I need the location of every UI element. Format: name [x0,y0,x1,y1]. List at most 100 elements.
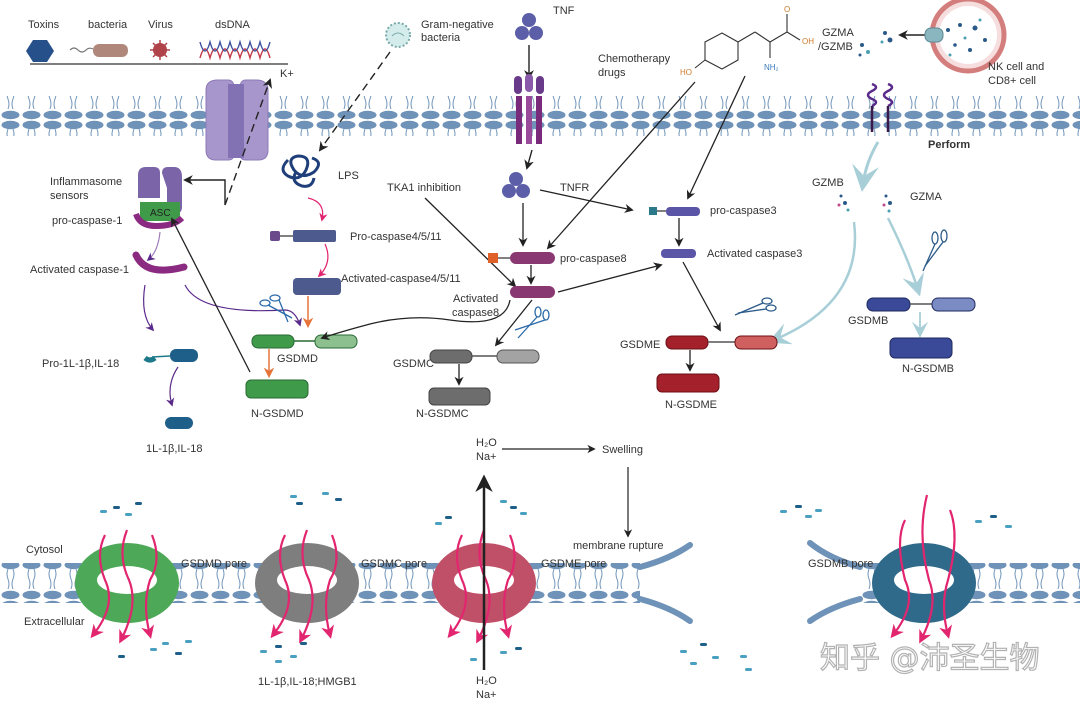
tnfr-downstream-arrow [524,149,534,170]
gsdme-protein-icon [665,335,778,350]
lps-icon [281,154,320,188]
membrane-rupture-label: membrane rupture [573,540,664,552]
k-channel-icon [205,79,269,161]
pamp-legend: Toxins bacteria Virus dsDNA [26,19,288,65]
gsdmd-pore-label: GSDMD pore [181,558,247,570]
pro-caspase4511-label: Pro-caspase4/5/11 [350,231,442,243]
chem-o-label: O [784,5,790,14]
gzma-gzmb-label-line2: /GZMB [818,41,853,53]
granzyme-particles-icon [858,31,893,57]
caspase4511-activation-arrow [317,243,329,278]
pro-caspase3-label: pro-caspase3 [710,205,777,217]
lps-entry-arrow [318,51,391,152]
dsdna-icon [199,39,271,61]
tnfr-to-caspase3-arrow [539,189,634,213]
legend-label-dsdna: dsDNA [215,19,251,31]
scissors-icon-gsdmd [259,294,293,323]
bacterium-icon [69,44,128,57]
activated-caspase3-icon [661,249,696,258]
gzma-label: GZMA [910,191,942,203]
perforin-pore-icon [866,82,894,132]
granzyme-entry-arrow [852,141,880,193]
caspase3-to-gsdme-arrow [682,261,721,332]
gsdmc-pore-icon [255,543,359,623]
gsdmb-pore-label: GSDMB pore [808,558,873,570]
activated-caspase8-label-line1: Activated [453,293,498,305]
n-gsdmc-label: N-GSDMC [416,408,469,420]
tnf-trimer-icon [515,13,543,40]
legend-label-bacteria: bacteria [88,19,128,31]
mature-il1b-icon [165,417,193,429]
tnfr-complex-icon [502,172,530,198]
gzmb-to-gsdme-arrow [767,221,857,345]
scissors-icon-gzma [922,229,948,272]
mature-il1b-label: 1L-1β,IL-18 [146,443,202,455]
tnf-label: TNF [553,5,575,17]
h2o-top-label: H₂O [476,437,497,449]
activated-caspase1-label: Activated caspase-1 [30,264,129,276]
gsdmb-protein-icon [866,297,976,312]
toxin-hexagon-icon [26,40,54,62]
n-gsdmc-icon [428,387,491,406]
pro-caspase3-icon [649,207,700,216]
gsdmc-protein-icon [429,349,540,364]
pro-il1b-icon [143,349,198,363]
swelling-label: Swelling [602,444,643,456]
tnfr-label: TNFR [560,182,589,194]
n-gsdmb-icon [889,337,953,359]
released-cytokines-label: 1L-1β,IL-18;HMGB1 [258,676,357,688]
k-plus-label: K+ [280,68,294,80]
pro-caspase1-label: pro-caspase-1 [52,215,122,227]
chemo-to-caspase8-arrow [546,81,696,250]
activated-caspase1-icon [132,251,188,274]
caspase1-to-il-arrow [143,284,155,332]
gzma-particles-icon [882,194,892,213]
gzma-gzmb-label-line1: GZMA [822,27,854,39]
chemo-label-line1: Chemotherapy [598,53,671,65]
legend-label-toxins: Toxins [28,19,60,31]
n-gsdmd-to-inflammasome-arrow [171,217,251,373]
n-gsdmd-label: N-GSDMD [251,408,304,420]
gsdme-label: GSDME [620,339,660,351]
gsdmd-protein-icon [251,334,358,349]
chem-nh-label: NH₂ [764,63,779,72]
n-gsdmb-label: N-GSDMB [902,363,954,375]
na-top-label: Na+ [476,451,497,463]
n-gsdme-icon [656,373,720,393]
legend-label-virus: Virus [148,19,173,31]
tnf-receptor-icon [514,74,544,144]
virus-icon [150,40,170,60]
lps-label: LPS [338,170,359,182]
pro-caspase8-icon [488,252,555,264]
gsdmc-pore-label: GSDMC pore [361,558,427,570]
gzmb-label: GZMB [812,177,844,189]
k-efflux-to-inflammasome-arrow [183,175,226,205]
scissors-icon-gsdme [734,297,777,316]
nk-cell-icon [924,0,1007,74]
activated-caspase4511-label: Activated-caspase4/5/11 [341,273,461,285]
nk-cell-label-line1: NK cell and [988,61,1044,73]
h2o-bottom-label: H₂O [476,675,497,687]
gsdmc-label: GSDMC [393,358,434,370]
activated-caspase3-label: Activated caspase3 [707,248,802,260]
caspase1-activation-arrow [146,231,161,262]
caspase1-to-gsdmd-arrow [184,284,302,327]
asc-label: ASC [150,208,171,219]
activated-caspase4511-icon [293,278,341,295]
pro-caspase8-label: pro-caspase8 [560,253,627,265]
chem-oh-label: OH [802,37,814,46]
caspase8-to-gsdmd-arrow [320,299,511,341]
gsdmd-pore-icon [75,543,179,623]
chemotherapy-molecule-icon [694,14,801,70]
gsdme-pore-label: GSDME pore [541,558,606,570]
k-efflux-arrow [224,78,272,206]
zhihu-watermark: 知乎 @沛圣生物 [820,641,1040,676]
gram-negative-label-line2: bacteria [421,32,461,44]
caspase8-to-gsdmc-arrow [494,299,533,347]
pro-il1b-label: Pro-1L-1β,IL-18 [42,358,119,370]
chemo-label-line2: drugs [598,67,626,79]
gram-negative-label-line1: Gram-negative [421,19,494,31]
caspase8-to-caspase3-arrow [557,262,663,293]
gzmb-particles-icon [837,194,850,212]
gsdmb-pore-icon [872,543,976,623]
